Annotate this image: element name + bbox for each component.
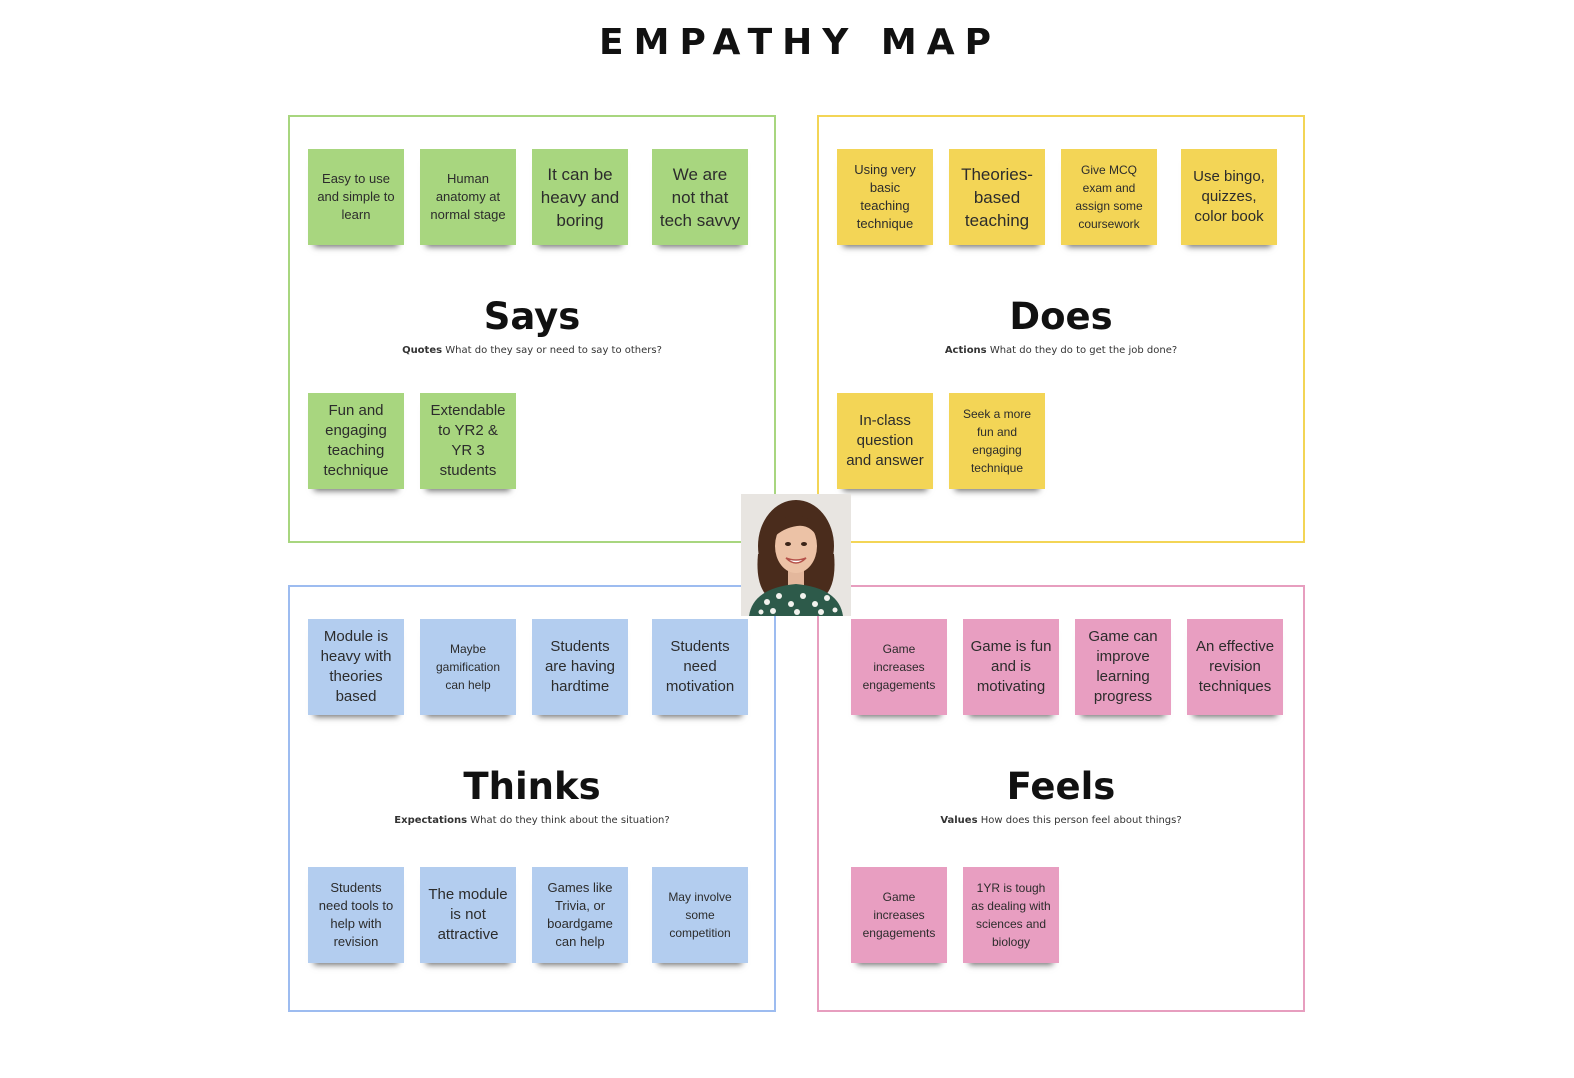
does-header: Does Actions What do they do to get the … bbox=[819, 295, 1303, 357]
sticky-note[interactable]: We are not that tech savvy bbox=[652, 149, 748, 245]
sticky-note[interactable]: Game can improve learning progress bbox=[1075, 619, 1171, 715]
sticky-note[interactable]: Students need tools to help with revisio… bbox=[308, 867, 404, 963]
quadrant-subtitle: Actions What do they do to get the job d… bbox=[944, 345, 1178, 356]
does-quadrant: Using very basic teaching technique Theo… bbox=[817, 115, 1305, 543]
sticky-note[interactable]: May involve some competition bbox=[652, 867, 748, 963]
quadrant-title: Says bbox=[483, 295, 581, 338]
sticky-note[interactable]: Extendable to YR2 & YR 3 students bbox=[420, 393, 516, 489]
sticky-note[interactable]: Human anatomy at normal stage bbox=[420, 149, 516, 245]
does-notes-top: Using very basic teaching technique Theo… bbox=[837, 149, 1297, 249]
sticky-note[interactable]: Theories-based teaching bbox=[949, 149, 1045, 245]
sticky-note[interactable]: It can be heavy and boring bbox=[532, 149, 628, 245]
sticky-note[interactable]: Using very basic teaching technique bbox=[837, 149, 933, 245]
sticky-note[interactable]: Maybe gamification can help bbox=[420, 619, 516, 715]
quadrant-subtitle: Quotes What do they say or need to say t… bbox=[402, 345, 662, 356]
sticky-note[interactable]: Fun and engaging teaching technique bbox=[308, 393, 404, 489]
quadrant-subtitle: Expectations What do they think about th… bbox=[394, 815, 670, 826]
thinks-quadrant: Module is heavy with theories based Mayb… bbox=[288, 585, 776, 1012]
feels-notes-bottom: Game increases engagements 1YR is tough … bbox=[837, 867, 1297, 967]
says-notes-top: Easy to use and simple to learn Human an… bbox=[308, 149, 768, 249]
says-quadrant: Easy to use and simple to learn Human an… bbox=[288, 115, 776, 543]
page-title: EMPATHY MAP bbox=[599, 22, 1001, 63]
sticky-note[interactable]: Games like Trivia, or boardgame can help bbox=[532, 867, 628, 963]
sticky-note[interactable]: Game is fun and is motivating bbox=[963, 619, 1059, 715]
thinks-notes-top: Module is heavy with theories based Mayb… bbox=[308, 619, 768, 719]
sticky-note[interactable]: 1YR is tough as dealing with sciences an… bbox=[963, 867, 1059, 963]
feels-quadrant: Game increases engagements Game is fun a… bbox=[817, 585, 1305, 1012]
sticky-note[interactable]: Game increases engagements bbox=[851, 867, 947, 963]
feels-notes-top: Game increases engagements Game is fun a… bbox=[837, 619, 1297, 719]
quadrant-title: Does bbox=[1009, 295, 1113, 338]
sticky-note[interactable]: In-class question and answer bbox=[837, 393, 933, 489]
sticky-note[interactable]: Module is heavy with theories based bbox=[308, 619, 404, 715]
sticky-note[interactable]: Game increases engagements bbox=[851, 619, 947, 715]
persona-avatar[interactable] bbox=[741, 494, 851, 616]
says-header: Says Quotes What do they say or need to … bbox=[290, 295, 774, 357]
person-photo-icon bbox=[741, 494, 851, 616]
does-notes-bottom: In-class question and answer Seek a more… bbox=[837, 393, 1297, 493]
sticky-note[interactable]: Students need motivation bbox=[652, 619, 748, 715]
feels-header: Feels Values How does this person feel a… bbox=[819, 765, 1303, 827]
thinks-notes-bottom: Students need tools to help with revisio… bbox=[308, 867, 768, 967]
sticky-note[interactable]: An effective revision techniques bbox=[1187, 619, 1283, 715]
sticky-note[interactable]: Students are having hardtime bbox=[532, 619, 628, 715]
quadrant-title: Feels bbox=[1006, 765, 1116, 808]
sticky-note[interactable]: Use bingo, quizzes, color book bbox=[1181, 149, 1277, 245]
sticky-note[interactable]: Give MCQ exam and assign some coursework bbox=[1061, 149, 1157, 245]
sticky-note[interactable]: The module is not attractive bbox=[420, 867, 516, 963]
quadrant-title: Thinks bbox=[463, 765, 601, 808]
sticky-note[interactable]: Easy to use and simple to learn bbox=[308, 149, 404, 245]
thinks-header: Thinks Expectations What do they think a… bbox=[290, 765, 774, 827]
says-notes-bottom: Fun and engaging teaching technique Exte… bbox=[308, 393, 768, 493]
quadrant-subtitle: Values How does this person feel about t… bbox=[940, 815, 1182, 826]
sticky-note[interactable]: Seek a more fun and engaging technique bbox=[949, 393, 1045, 489]
